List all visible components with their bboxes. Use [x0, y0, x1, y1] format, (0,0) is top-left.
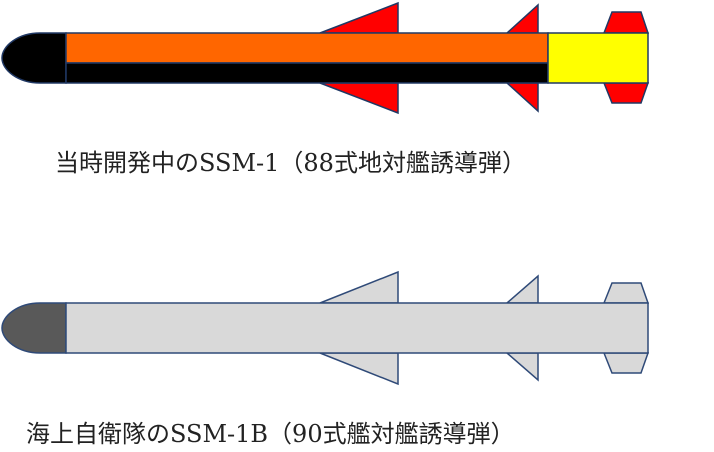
tail-section	[547, 32, 649, 84]
nose-cone	[1, 32, 67, 84]
main-wing-lower	[319, 352, 399, 386]
main-wing-upper	[319, 270, 399, 304]
tail-fin-bottom	[602, 82, 650, 104]
main-wing-upper	[319, 1, 399, 34]
tail-fin-bottom	[602, 352, 650, 374]
tail-fin-top	[602, 11, 650, 34]
caption-ssm-1b: 海上自衛隊のSSM-1B（90式艦対艦誘導弾）	[26, 420, 515, 448]
rear-wing-upper	[504, 274, 539, 304]
tail-fin-top	[602, 282, 650, 304]
missile-ssm-1b	[1, 270, 650, 386]
rear-wing-upper	[505, 3, 539, 34]
rear-wing-lower	[505, 82, 539, 113]
body-upper-section	[65, 32, 549, 64]
caption-ssm-1: 当時開発中のSSM-1（88式地対艦誘導弾）	[55, 149, 526, 177]
nose-cone	[1, 302, 67, 354]
main-wing-lower	[319, 82, 399, 115]
rear-wing-lower	[504, 352, 539, 382]
body-section	[65, 302, 649, 354]
missile-ssm-1	[1, 1, 650, 115]
body-lower-section	[65, 62, 549, 84]
